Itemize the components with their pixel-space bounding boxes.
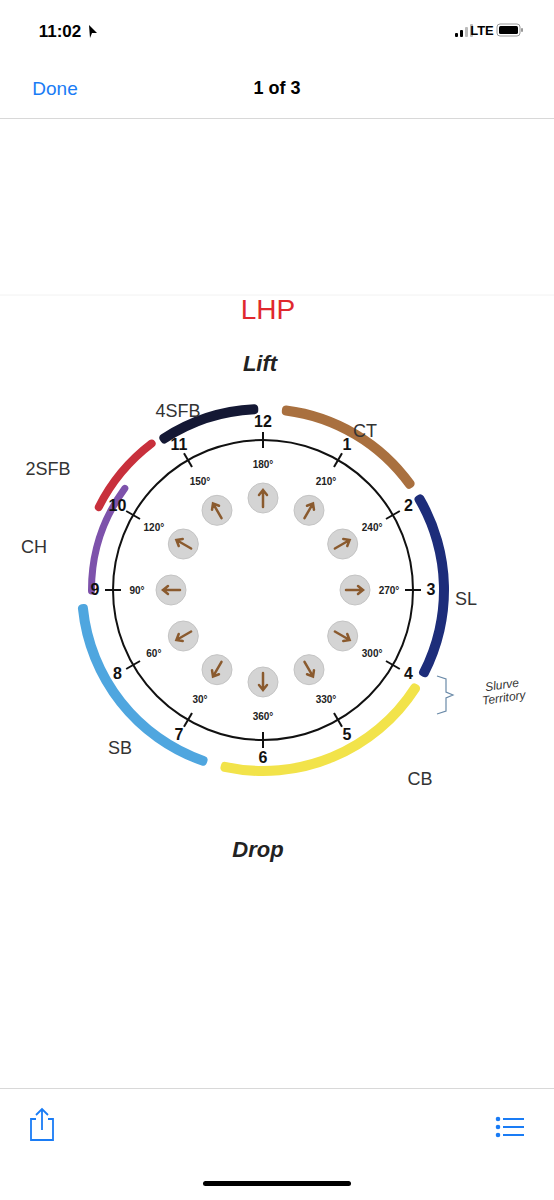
pitch-label: Lift: [243, 352, 277, 376]
degree-label: 180°: [252, 459, 275, 470]
pitch-label: SB: [108, 739, 132, 759]
pitch-label: 4SFB: [155, 402, 200, 422]
clock-number: 3: [427, 581, 436, 599]
baseball-icon: [328, 529, 358, 559]
clock-number: 11: [171, 436, 188, 454]
clock-tick: [262, 432, 264, 448]
degree-label: 330°: [315, 694, 338, 705]
clock-number: 1: [343, 436, 352, 454]
baseball-icon: [248, 483, 278, 513]
pitch-label: Drop: [232, 838, 283, 862]
degree-label: 240°: [361, 522, 384, 533]
pitch-band: [415, 494, 449, 677]
clock-number: 6: [259, 749, 268, 767]
degree-label: 300°: [361, 648, 384, 659]
baseball-icon: [340, 575, 370, 605]
status-text: LTE: [470, 24, 494, 38]
status-text: 11:02: [39, 23, 82, 42]
baseball-icon: [328, 621, 358, 651]
location-icon: [89, 25, 97, 38]
clock-number: 7: [175, 727, 184, 745]
battery-icon: [497, 24, 523, 36]
clock-tick: [126, 511, 140, 519]
degree-label: 60°: [145, 648, 162, 659]
clock-tick: [386, 661, 400, 669]
clock-tick: [405, 589, 421, 591]
degree-label: 120°: [143, 522, 166, 533]
baseball-icon: [248, 667, 278, 697]
pitch-label: 2SFB: [25, 460, 70, 480]
clock-tick: [334, 453, 342, 467]
clock-tick: [386, 511, 400, 519]
clock-tick: [184, 713, 192, 727]
baseball-icon: [202, 495, 232, 525]
pitch-label: SL: [455, 590, 477, 610]
status-text: Done: [32, 79, 77, 100]
toolbar-separator: [0, 1088, 554, 1089]
list-icon: [497, 1118, 524, 1137]
clock-tick: [262, 732, 264, 748]
pitch-label: CT: [353, 422, 377, 442]
clock-number: 4: [404, 665, 413, 683]
clock-tick: [105, 589, 121, 591]
clock-tick: [334, 713, 342, 727]
degree-label: 30°: [191, 694, 208, 705]
pitch-label: CH: [21, 538, 47, 558]
degree-label: 90°: [128, 585, 145, 596]
baseball-icon: [168, 621, 198, 651]
baseball-icon: [168, 529, 198, 559]
clock-tick: [184, 453, 192, 467]
clock-number: 2: [404, 497, 413, 515]
pitch-label: Slurve Territory: [469, 674, 536, 709]
clock-number: 5: [343, 727, 352, 745]
clock-number: 9: [91, 581, 100, 599]
clock-number: 10: [109, 497, 127, 515]
clock-number: 8: [113, 665, 122, 683]
pitch-band: [78, 604, 208, 766]
pitch-label: LHP: [241, 295, 295, 326]
baseball-icon: [294, 495, 324, 525]
degree-label: 210°: [315, 475, 338, 486]
nav-separator: [0, 118, 554, 119]
degree-label: 150°: [189, 475, 212, 486]
pitch-band: [282, 405, 415, 488]
degree-label: 270°: [378, 585, 401, 596]
home-indicator: [203, 1181, 351, 1186]
baseball-icon: [202, 655, 232, 685]
clock-face: [113, 440, 413, 740]
baseball-icon: [294, 655, 324, 685]
degree-label: 360°: [252, 711, 275, 722]
pitch-label: CB: [407, 770, 432, 790]
clock-tick: [126, 661, 140, 669]
baseball-icon: [156, 575, 186, 605]
clock-number: 12: [254, 413, 272, 431]
status-text: 1 of 3: [253, 79, 300, 99]
bracket: [437, 676, 453, 714]
share-icon: [31, 1109, 53, 1140]
